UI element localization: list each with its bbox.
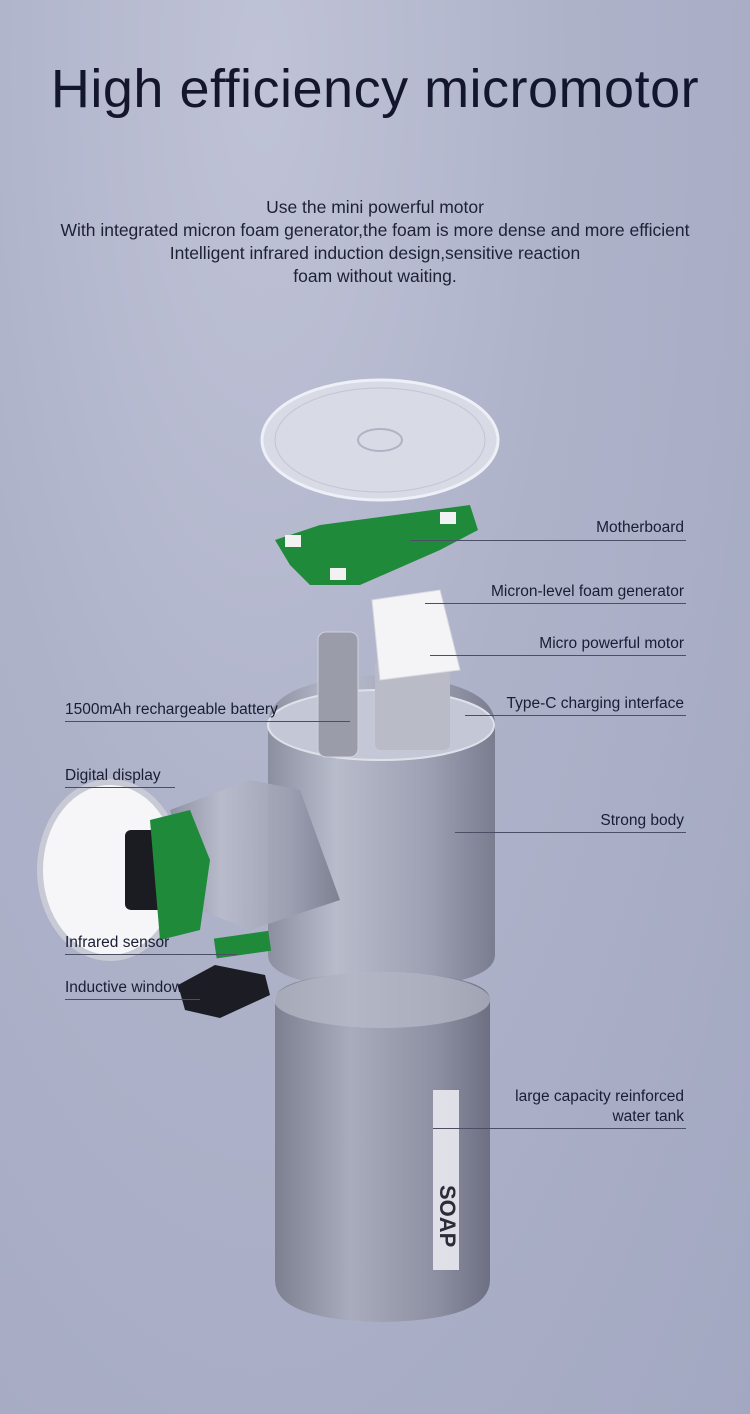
- foam-generator: [371, 589, 461, 681]
- leader-line: [65, 721, 350, 722]
- label-sensor: Infrared sensor: [65, 934, 170, 951]
- battery: [317, 631, 359, 758]
- leader-line: [65, 954, 237, 955]
- label-typec: Type-C charging interface: [506, 695, 684, 712]
- leader-line: [425, 603, 686, 604]
- description-line: Use the mini powerful motor: [266, 197, 484, 217]
- leader-line: [410, 540, 686, 541]
- infrared-sensor-pcb: [213, 930, 272, 959]
- label-foam-generator: Micron-level foam generator: [491, 583, 684, 600]
- leader-line: [430, 655, 686, 656]
- description-line: foam without waiting.: [293, 266, 457, 286]
- lid: [260, 378, 500, 502]
- leader-line: [433, 1128, 686, 1129]
- leader-line: [65, 999, 200, 1000]
- label-battery: 1500mAh rechargeable battery: [65, 701, 278, 718]
- label-tank: large capacity reinforced water tank: [515, 1087, 684, 1127]
- motherboard-pcb: [275, 505, 478, 585]
- leader-line: [465, 715, 686, 716]
- label-motor: Micro powerful motor: [539, 635, 684, 652]
- leader-line: [65, 787, 175, 788]
- label-tank-line: large capacity reinforced: [515, 1088, 684, 1105]
- label-display: Digital display: [65, 767, 161, 784]
- motor: [375, 660, 450, 750]
- inductive-window-part: [178, 965, 270, 1018]
- label-window: Inductive window: [65, 979, 184, 996]
- description-line: With integrated micron foam generator,th…: [60, 220, 690, 240]
- page-title: High efficiency micromotor: [50, 59, 700, 119]
- label-motherboard: Motherboard: [596, 519, 684, 536]
- label-tank-line: water tank: [612, 1108, 684, 1125]
- leader-line: [455, 832, 686, 833]
- description-line: Intelligent infrared induction design,se…: [169, 243, 581, 263]
- label-body: Strong body: [600, 812, 684, 829]
- tank-print-soap: SOAP: [435, 1185, 460, 1247]
- description: Use the mini powerful motor With integra…: [0, 196, 750, 288]
